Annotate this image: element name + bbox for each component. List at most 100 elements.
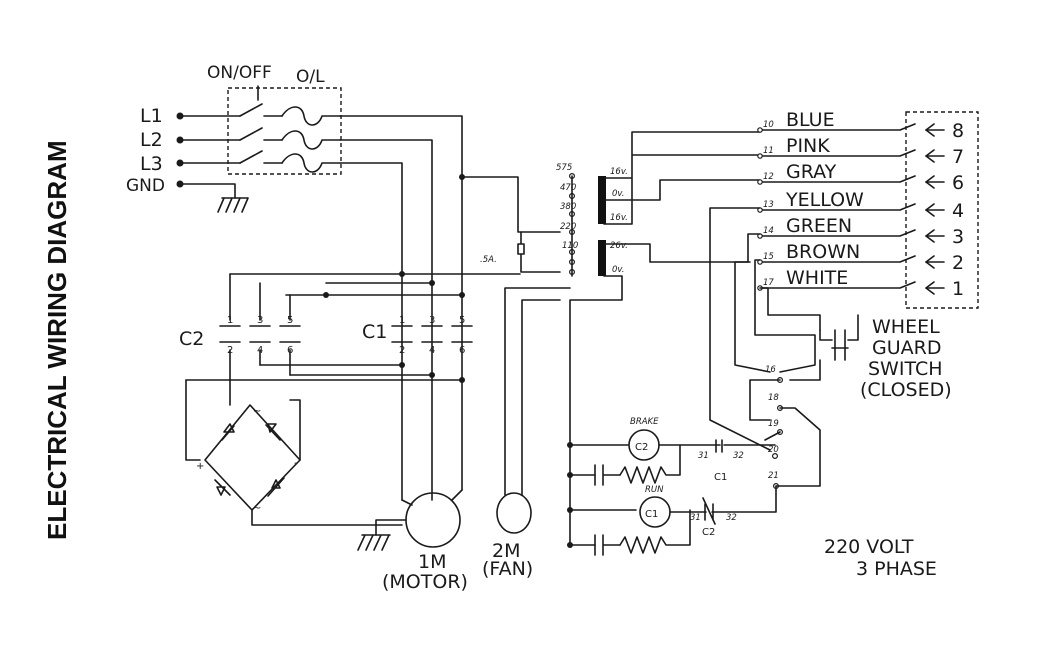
aux-c2-label: C2 (702, 527, 715, 538)
line-label-l2: L2 (140, 129, 163, 151)
c2-pin-4: 4 (257, 345, 263, 356)
motor-id: 1M (418, 551, 446, 573)
c2-pin-6: 6 (287, 345, 293, 356)
c1-pin-2: 2 (399, 345, 405, 356)
arrow-left-icon (925, 175, 935, 189)
c1-pin-1: 1 (399, 315, 405, 326)
bridge-rectifier: ~ ~ + - (185, 379, 403, 526)
switch-label-4: (CLOSED) (860, 379, 952, 401)
fan-2m: 2M (FAN) (482, 287, 571, 580)
pendant-wire-color: BROWN (786, 241, 860, 263)
line-label-l1: L1 (140, 105, 163, 127)
arrow-left-icon (925, 229, 935, 243)
pendant-wire-color: GREEN (786, 215, 852, 237)
line-label-gnd: GND (126, 176, 165, 196)
tap-575: 575 (556, 163, 572, 173)
contactor-c1: C1 1 3 5 2 4 6 (362, 315, 473, 356)
on-off-label: ON/OFF (207, 63, 272, 83)
pendant-button-number: 4 (952, 200, 964, 222)
rating-voltage: 220 VOLT (824, 536, 914, 558)
pendant-wire-number: 14 (763, 226, 774, 236)
switch-label-3: SWITCH (868, 358, 943, 380)
wire-tx-220 (461, 176, 561, 233)
bridge-ac-top: ~ (253, 406, 261, 417)
c1-pin-6: 6 (459, 345, 465, 356)
wire-l3 (339, 162, 403, 501)
tap-220: 220 (560, 222, 576, 232)
terminal-18: 18 (768, 393, 779, 403)
aux-c2-32: 32 (726, 513, 737, 523)
sec-16v-a: 16v. (610, 167, 628, 177)
pendant-row: 11 PINK 7 (757, 135, 964, 168)
pendant-wire-color: GRAY (786, 161, 837, 183)
brake-coil-c2: C2 (635, 442, 648, 453)
tap-380: 380 (560, 202, 576, 212)
pendant-row: 12 GRAY 6 (757, 161, 964, 194)
control-transformer: 575 470 380 220 110 16v. 0v. 16v. 26v. 0… (556, 131, 761, 546)
line-label-l3: L3 (140, 153, 163, 175)
pendant-wire-color: PINK (786, 135, 830, 157)
terminal-19: 19 (768, 419, 779, 429)
terminal-20: 20 (768, 445, 779, 455)
c1-pin-5: 5 (459, 315, 465, 326)
pendant-button-number: 8 (952, 120, 964, 142)
wire-l1 (339, 115, 463, 491)
bridge-ac-bottom: ~ (253, 503, 261, 514)
arrow-left-icon (925, 255, 935, 269)
switch-label-2: GUARD (872, 337, 941, 359)
sec-16v-b: 16v. (610, 213, 628, 223)
fan-id: 2M (492, 540, 520, 562)
fuse-label: .5A. (480, 255, 497, 265)
pendant-wire-color: YELLOW (785, 189, 864, 211)
aux-c1-31: 31 (698, 451, 709, 461)
disconnect-and-overload: ON/OFF O/L (207, 63, 342, 175)
control-fuse: .5A. (480, 231, 561, 273)
aux-c1-label: C1 (714, 472, 727, 483)
pendant-wire-number: 15 (763, 252, 774, 262)
pendant-wire-number: 17 (763, 278, 774, 288)
tap-110: 110 (562, 241, 578, 251)
fan-name: (FAN) (482, 558, 533, 580)
pendant-wire-color: WHITE (786, 267, 848, 289)
pendant-box (905, 111, 979, 309)
c2-pin-1: 1 (227, 315, 233, 326)
sec-26v: 26v. (610, 241, 628, 251)
pendant-button-number: 6 (952, 172, 964, 194)
overload-label: O/L (296, 67, 325, 87)
arrow-left-icon (925, 203, 935, 217)
motor-name: (MOTOR) (382, 571, 468, 593)
c2-pin-5: 5 (287, 315, 293, 326)
contactor-c2-label: C2 (179, 328, 204, 350)
wire-13 (709, 207, 771, 451)
supply-inputs: L1 L2 L3 GND (126, 105, 249, 213)
arrow-left-icon (925, 123, 935, 137)
pendant-button-number: 3 (952, 226, 964, 248)
run-label: RUN (645, 485, 664, 495)
wire-l2 (339, 139, 433, 501)
pendant-wire-number: 11 (763, 146, 774, 156)
pendant-row: 15 BROWN 2 (757, 241, 964, 274)
tap-470: 470 (560, 183, 576, 193)
c1-pin-3: 3 (429, 315, 435, 326)
rating-phase: 3 PHASE (856, 558, 937, 580)
run-coil-c1: C1 (645, 509, 658, 520)
contactor-c2: C2 1 3 5 2 4 6 (179, 315, 301, 356)
pendant-button-number: 2 (952, 252, 964, 274)
pendant-wire-number: 13 (763, 200, 774, 210)
bridge-minus: - (294, 458, 298, 469)
aux-c2-31: 31 (690, 513, 701, 523)
motor-ground-icon (357, 534, 391, 551)
sec-0v-b: 0v. (612, 265, 624, 275)
c2-pin-2: 2 (227, 345, 233, 356)
pendant-wire-number: 12 (763, 172, 774, 182)
terminal-strip: 16 18 19 20 21 (749, 365, 821, 490)
pendant-button-number: 7 (952, 146, 964, 168)
aux-c1-32: 32 (733, 451, 744, 461)
pendant-row: 13 YELLOW 4 (757, 189, 964, 222)
arrow-left-icon (925, 281, 935, 295)
c1-pin-4: 4 (429, 345, 435, 356)
